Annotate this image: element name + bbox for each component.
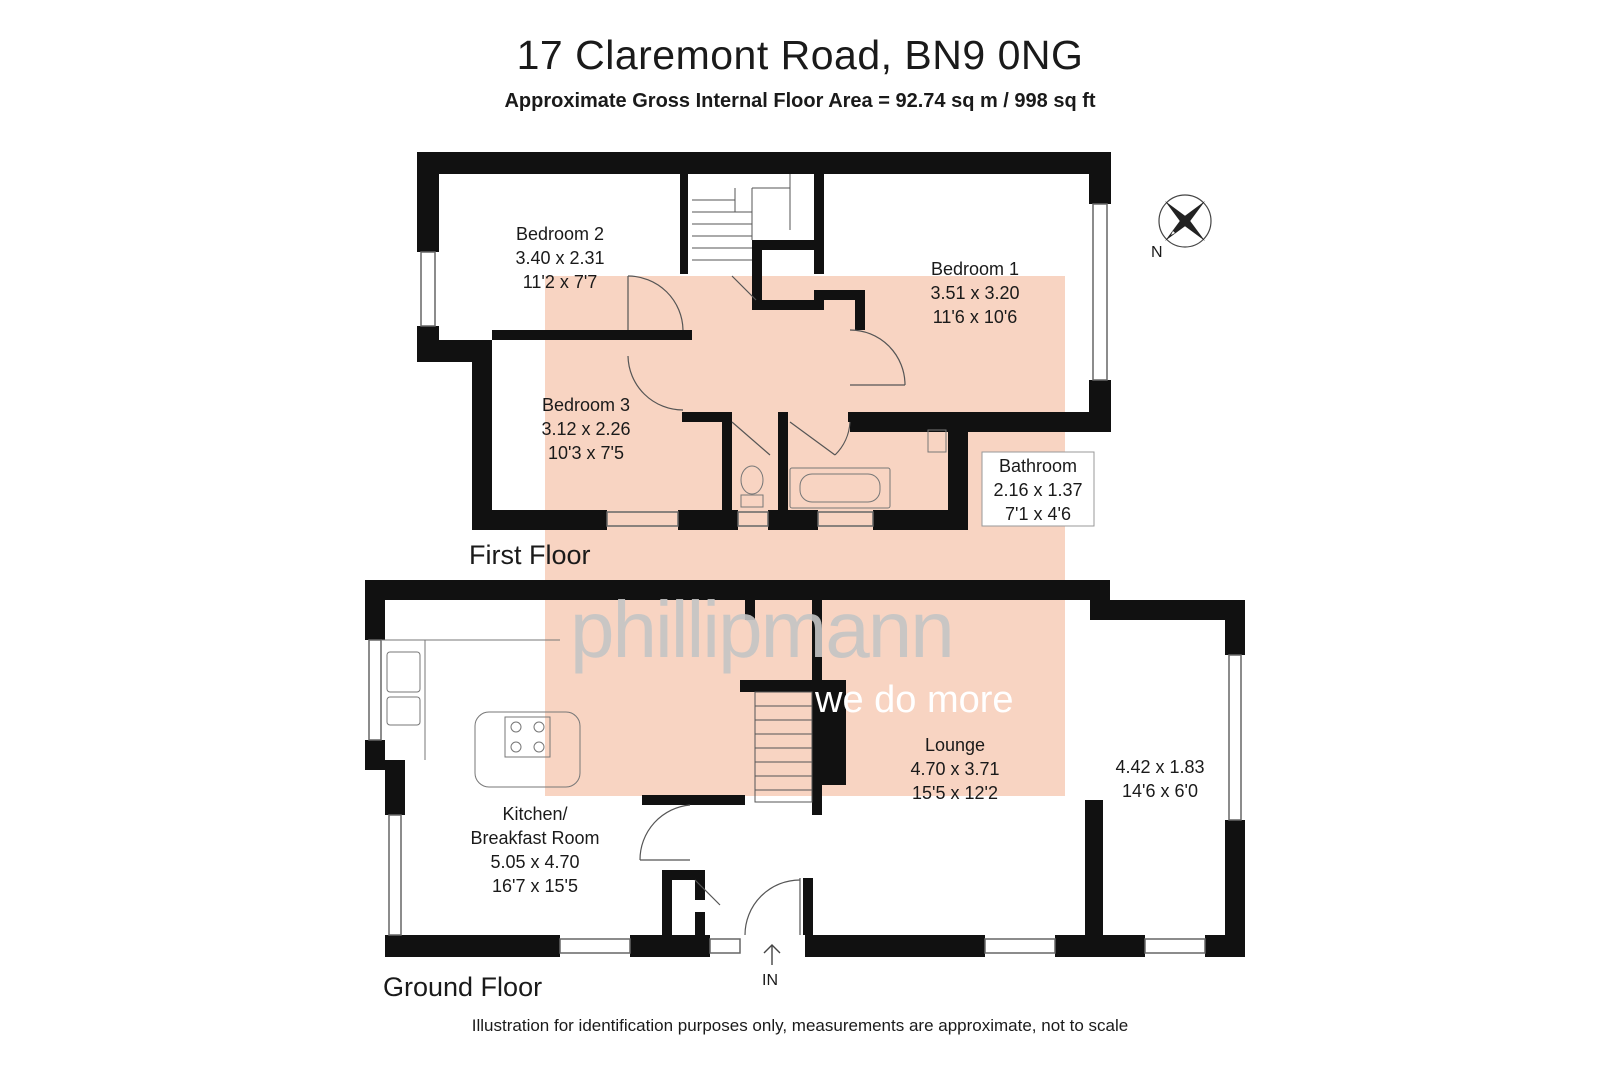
room-imperial: 14'6 x 6'0 bbox=[1122, 781, 1198, 801]
watermark-box bbox=[545, 276, 1065, 796]
room-label-kitchen: Kitchen/ Breakfast Room 5.05 x 4.70 16'7… bbox=[450, 802, 620, 898]
floor-area-subtitle: Approximate Gross Internal Floor Area = … bbox=[504, 90, 1096, 112]
room-label-bedroom-1: Bedroom 1 3.51 x 3.20 11'6 x 10'6 bbox=[895, 257, 1055, 329]
room-metric: 4.42 x 1.83 bbox=[1115, 757, 1205, 777]
watermark-brand: phillipmann bbox=[570, 585, 955, 674]
bathroom-fixtures bbox=[740, 429, 947, 509]
room-name: Bedroom 1 bbox=[930, 259, 1020, 279]
room-imperial: 11'6 x 10'6 bbox=[932, 307, 1018, 327]
compass-rose bbox=[1158, 194, 1212, 248]
room-imperial: 15'5 x 12'2 bbox=[912, 783, 998, 803]
room-name-line-1: Kitchen/ bbox=[502, 804, 568, 824]
room-imperial: 10'3 x 7'5 bbox=[548, 443, 624, 463]
room-metric: 5.05 x 4.70 bbox=[490, 852, 580, 872]
disclaimer-footer: Illustration for identification purposes… bbox=[471, 1016, 1129, 1035]
page-title: 17 Claremont Road, BN9 0NG bbox=[516, 32, 1084, 78]
room-metric: 3.40 x 2.31 bbox=[515, 248, 605, 268]
first-floor-walls bbox=[417, 152, 1111, 530]
room-metric: 2.16 x 1.37 bbox=[993, 480, 1083, 500]
ground-floor-doors bbox=[639, 804, 801, 936]
room-name: Lounge bbox=[924, 735, 986, 755]
room-metric: 3.51 x 3.20 bbox=[930, 283, 1020, 303]
ground-floor-windows bbox=[368, 639, 1242, 954]
room-metric: 4.70 x 3.71 bbox=[910, 759, 1000, 779]
room-imperial: 7'1 x 4'6 bbox=[1005, 504, 1071, 524]
room-label-extension: 4.42 x 1.83 14'6 x 6'0 bbox=[1090, 755, 1230, 803]
room-metric: 3.12 x 2.26 bbox=[541, 419, 631, 439]
room-label-lounge: Lounge 4.70 x 3.71 15'5 x 12'2 bbox=[875, 733, 1035, 805]
entrance-label: IN bbox=[762, 972, 778, 989]
first-floor-doors bbox=[627, 275, 906, 456]
room-name: Bedroom 3 bbox=[541, 395, 631, 415]
room-label-bedroom-2: Bedroom 2 3.40 x 2.31 11'2 x 7'7 bbox=[480, 222, 640, 294]
ground-floor-walls bbox=[365, 580, 1245, 957]
north-label: N bbox=[1151, 244, 1163, 261]
entrance-arrow bbox=[763, 944, 781, 965]
room-imperial: 11'2 x 7'7 bbox=[522, 272, 598, 292]
room-imperial: 16'7 x 15'5 bbox=[492, 876, 578, 896]
first-floor-label: First Floor bbox=[469, 540, 591, 570]
first-floor-stairs bbox=[692, 174, 791, 261]
room-name-line-2: Breakfast Room bbox=[470, 828, 600, 848]
room-name: Bathroom bbox=[998, 456, 1078, 476]
room-label-bathroom: Bathroom 2.16 x 1.37 7'1 x 4'6 bbox=[982, 454, 1094, 526]
room-label-bedroom-3: Bedroom 3 3.12 x 2.26 10'3 x 7'5 bbox=[506, 393, 666, 465]
room-name: Bedroom 2 bbox=[515, 224, 605, 244]
ground-floor-stairs bbox=[754, 691, 813, 803]
bathroom-label-box bbox=[981, 451, 1095, 527]
ground-floor-label: Ground Floor bbox=[383, 972, 543, 1002]
kitchen-fixtures bbox=[381, 639, 581, 788]
watermark-tagline: we do more bbox=[815, 679, 1014, 721]
first-floor-windows bbox=[420, 203, 1108, 527]
